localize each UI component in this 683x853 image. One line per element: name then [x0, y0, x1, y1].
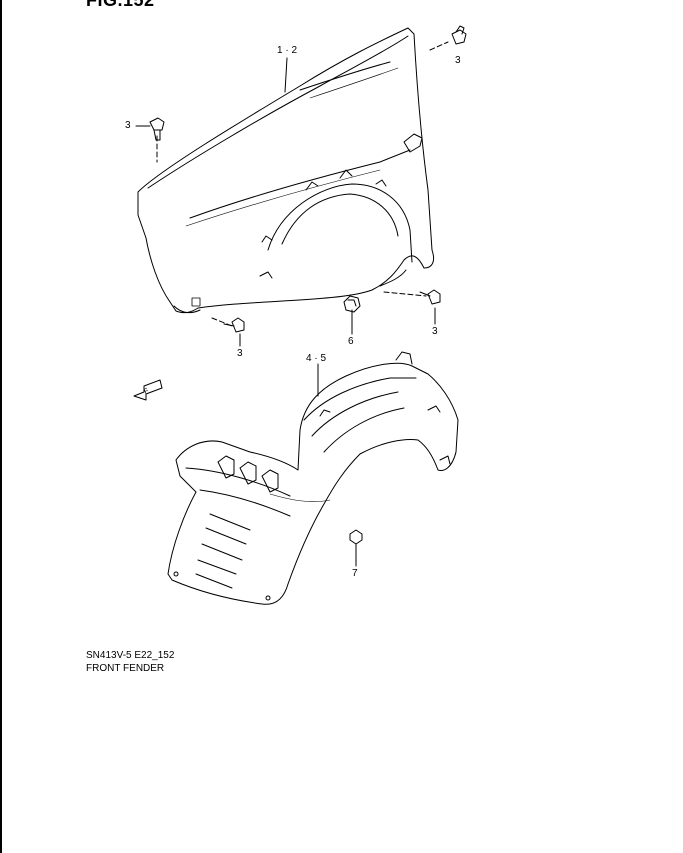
callout-fender: 1 · 2 — [277, 45, 298, 56]
screw-7-drawing — [349, 529, 363, 549]
bolt-top-left-drawing — [149, 117, 165, 141]
fender-liner-drawing — [167, 351, 459, 605]
callout-bolt-top-right: 3 — [455, 55, 461, 66]
callout-bolt-bottom-left: 3 — [237, 348, 243, 359]
front-direction-arrow — [133, 379, 163, 401]
callout-liner: 4 · 5 — [306, 353, 327, 364]
bolt-bottom-left-drawing — [223, 317, 245, 333]
callout-clip-6: 6 — [348, 336, 354, 347]
front-badge-label: F — [143, 388, 150, 396]
clip-6-drawing — [343, 295, 361, 313]
diagram-name: FRONT FENDER — [86, 663, 165, 674]
page-border — [0, 0, 2, 853]
bolt-top-right-drawing — [451, 25, 467, 45]
figure-title: FIG.152 — [86, 0, 155, 10]
callout-screw-7: 7 — [352, 568, 358, 579]
front-fender-drawing — [137, 27, 435, 314]
callout-bolt-top-left: 3 — [125, 120, 131, 131]
diagram-code: SN413V-5 E22_152 — [86, 650, 175, 661]
bolt-bottom-right-drawing — [419, 289, 441, 305]
callout-bolt-bottom-right: 3 — [432, 326, 438, 337]
